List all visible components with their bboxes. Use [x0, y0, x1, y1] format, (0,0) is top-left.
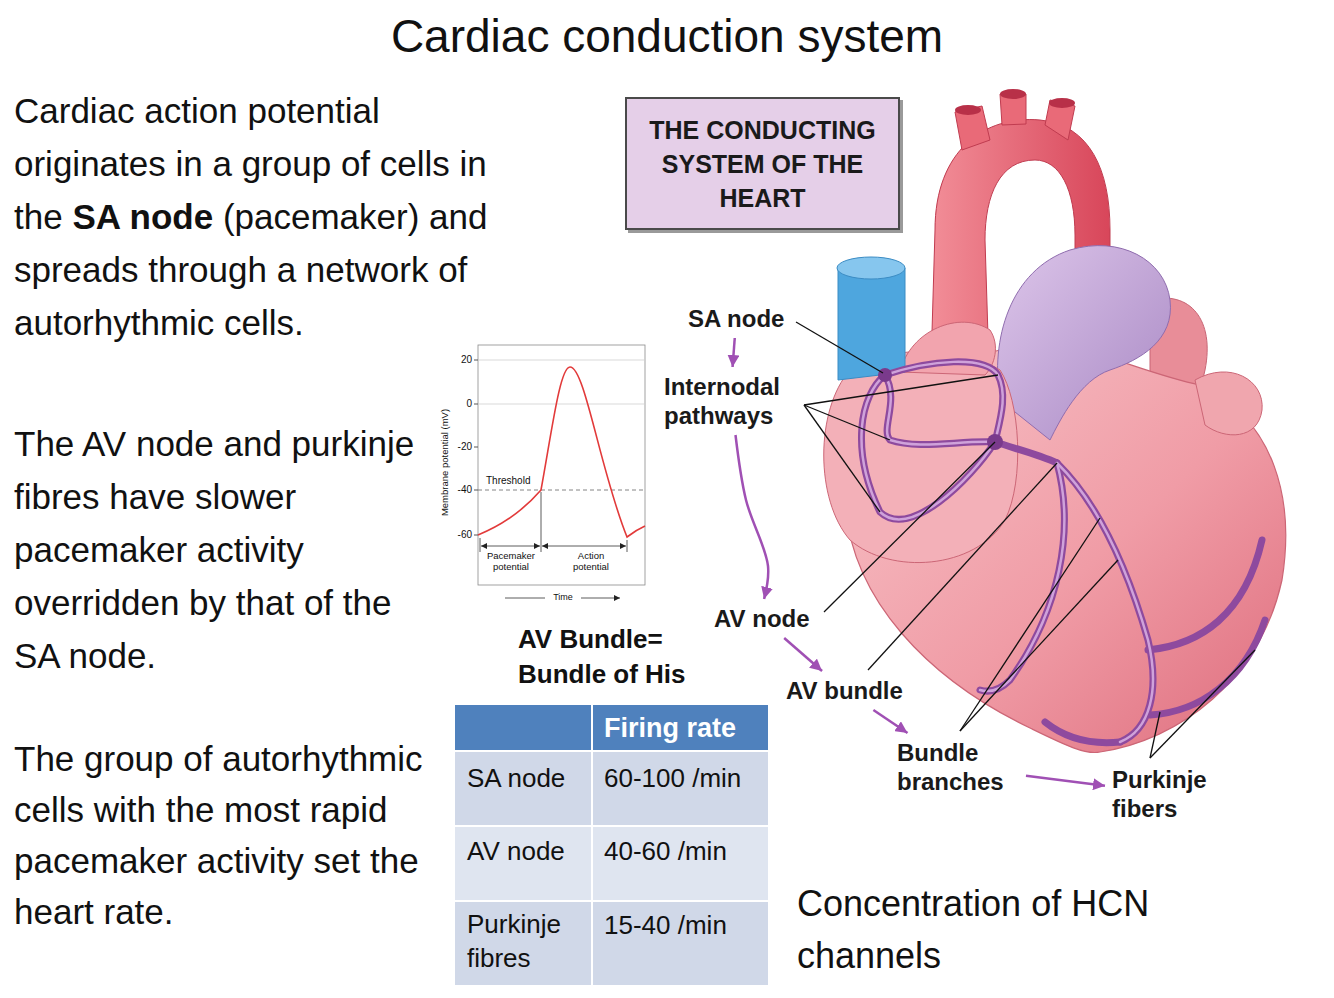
threshold-line — [478, 490, 645, 491]
axis-title: Time — [546, 592, 580, 603]
grid-line — [478, 360, 645, 361]
part-label: AV bundle — [782, 674, 907, 707]
flow-arrow — [784, 638, 822, 671]
table-cell: 40-60 /min — [604, 835, 764, 867]
table-cell: AV node — [467, 835, 589, 867]
phase-arrow — [542, 546, 626, 547]
bundle-branch — [980, 463, 1064, 691]
axis-tick-label: -20 — [454, 441, 472, 453]
graph-frame — [478, 345, 645, 585]
leader-line — [960, 518, 1100, 731]
aortic-branch — [955, 106, 990, 150]
node-text: Purkinje fibers — [1112, 765, 1226, 823]
node-text: THE CONDUCTING SYSTEM OF THE HEART — [637, 113, 888, 215]
action-potential-curve — [478, 367, 645, 537]
phase-divider — [480, 538, 481, 552]
leader-line — [1150, 712, 1160, 758]
axis-tick-label: -40 — [454, 484, 472, 496]
body-text-bold: SA node — [72, 197, 213, 236]
flow-arrow — [733, 338, 735, 367]
leader-line — [868, 463, 1057, 670]
right-atrium — [824, 351, 1018, 562]
left-atrial-appendage — [1195, 372, 1262, 435]
tick-mark — [474, 404, 478, 405]
time-axis — [581, 598, 620, 599]
flow-arrow — [735, 435, 768, 599]
purkinje-fiber — [1150, 620, 1265, 715]
internodal-pathway — [885, 375, 995, 445]
vessel-opening — [955, 105, 981, 115]
node-text: AV node — [714, 604, 810, 633]
tick-mark — [474, 360, 478, 361]
pathway-highlight — [1057, 463, 1153, 742]
axis-title: Membrane potential (mV) — [439, 382, 450, 542]
table-column-rule — [591, 705, 593, 985]
tick-mark — [474, 490, 478, 491]
leader-line — [804, 405, 880, 512]
phase-label: Action potential — [560, 551, 622, 572]
pathway-highlight — [885, 362, 1003, 442]
threshold-label: Threshold — [486, 475, 530, 487]
flow-arrow — [1026, 776, 1105, 786]
superior-vena-cava — [838, 268, 905, 380]
table-header-row — [455, 705, 768, 750]
part-label: AV node — [710, 602, 814, 635]
table-cell: 15-40 /min — [604, 909, 764, 941]
title-box: THE CONDUCTING SYSTEM OF THE HEART — [625, 97, 900, 230]
node-text: AV bundle — [786, 676, 903, 705]
pathway-highlight — [980, 463, 1064, 691]
part-label: Purkinje fibers — [1108, 763, 1230, 825]
leader-line — [1150, 650, 1255, 758]
table-header: Firing rate — [604, 712, 764, 744]
vessel-opening — [837, 257, 905, 279]
axis-tick-label: 20 — [454, 354, 472, 366]
body-text: The AV node and purkinje fibres have slo… — [14, 417, 439, 682]
flow-arrow — [873, 710, 907, 733]
slide-title: Cardiac conduction system — [0, 8, 1334, 64]
axis-tick-label: 0 — [454, 398, 472, 410]
time-axis — [505, 598, 545, 599]
table-row — [455, 752, 768, 825]
purkinje-fiber — [1148, 540, 1262, 650]
table-cell: SA node — [467, 762, 589, 794]
leader-line — [796, 322, 883, 373]
phase-arrow — [481, 546, 540, 547]
node-text: Internodal pathways — [664, 372, 796, 430]
node-text: SA node — [688, 304, 784, 333]
axis-tick-label: -60 — [454, 529, 472, 541]
purkinje-fiber — [1045, 722, 1120, 743]
pathway-highlight — [885, 375, 995, 445]
bundle-branch — [1057, 463, 1153, 742]
leader-line — [960, 560, 1118, 731]
part-label: Internodal pathways — [660, 370, 800, 432]
part-label: SA node — [684, 302, 788, 335]
table-row — [455, 827, 768, 900]
phase-divider — [627, 540, 628, 552]
internodal-pathway — [885, 362, 1003, 442]
pulmonary-trunk — [998, 246, 1171, 440]
phase-divider — [541, 492, 542, 552]
note-text: AV Bundle= Bundle of His — [518, 622, 733, 692]
leader-line — [804, 375, 998, 405]
table-cell: 60-100 /min — [604, 762, 764, 794]
tick-mark — [474, 535, 478, 536]
vessel-opening — [1049, 98, 1075, 108]
part-label: Bundle branches — [893, 736, 1023, 798]
body-text: The group of autorhythmic cells with the… — [14, 733, 446, 937]
table-cell: Purkinje fibres — [467, 907, 589, 975]
paragraph: Cardiac action potential originates in a… — [14, 84, 539, 349]
phase-label: Pacemaker potential — [480, 551, 542, 572]
vessel-opening — [1000, 89, 1026, 99]
pathway-highlight — [861, 375, 995, 519]
node-text: Bundle branches — [897, 738, 1019, 796]
internodal-pathway — [861, 375, 995, 519]
note-text: Concentration of HCN channels — [797, 878, 1217, 982]
sa-node-dot — [878, 368, 892, 382]
tick-mark — [474, 447, 478, 448]
av-bundle — [995, 442, 1057, 463]
table-row — [455, 902, 768, 985]
grid-line — [478, 404, 645, 405]
leader-line — [824, 442, 995, 612]
